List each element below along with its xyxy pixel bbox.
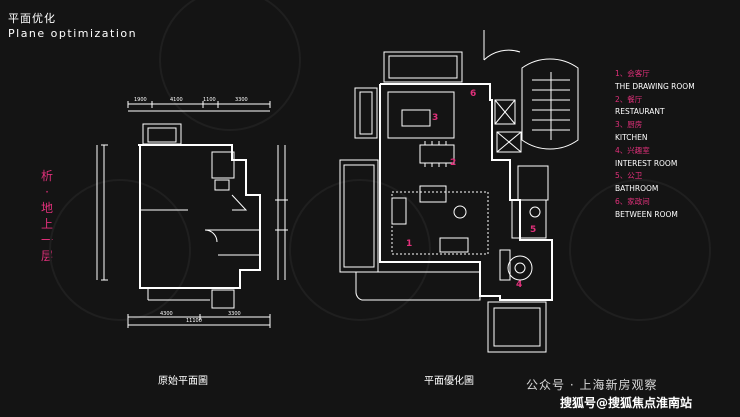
room-marker-4: 4 (516, 280, 522, 290)
page-subtitle: Plane optimization (8, 27, 138, 40)
legend-item-2: 2、餐厅 (615, 94, 643, 104)
background-watermark (49, 0, 711, 321)
optimized-plan-caption: 平面優化圖 (424, 376, 474, 387)
legend-item-5: 5、公卫 (615, 171, 643, 181)
page-title: 平面优化 (8, 12, 56, 25)
floor-label-char: 上 (40, 217, 53, 231)
dim-label: 1100 (203, 97, 216, 103)
optimized-floorplan (339, 30, 579, 353)
room-marker-6: 6 (470, 89, 476, 99)
dim-label: 3300 (228, 311, 241, 317)
legend-item-4-en: INTEREST ROOM (615, 158, 678, 168)
dim-label: 3300 (235, 97, 248, 103)
legend-item-3: 3、厨房 (615, 120, 643, 130)
dim-label: 4100 (170, 97, 183, 103)
dim-label: 4300 (160, 311, 173, 317)
dim-label: 1900 (134, 97, 147, 103)
legend-item-6: 6、家政间 (615, 196, 650, 206)
legend-item-3-en: KITCHEN (615, 132, 648, 142)
original-plan-caption: 原始平面圖 (158, 376, 208, 387)
legend-item-6-en: BETWEEN ROOM (615, 209, 678, 219)
legend-item-5-en: BATHROOM (615, 184, 659, 194)
legend-item-1-en: THE DRAWING ROOM (615, 81, 695, 91)
legend-item-1: 1、会客厅 (615, 69, 650, 78)
watermark-source: 公众号 · 上海新房观察 (526, 378, 658, 392)
floor-label-char: 地 (40, 201, 53, 215)
room-marker-3: 3 (432, 113, 438, 123)
dim-label: 11100 (186, 318, 202, 324)
watermark-brand: 搜狐号@搜狐焦点淮南站 (560, 396, 693, 410)
room-marker-2: 2 (450, 158, 456, 168)
room-marker-1: 1 (406, 239, 412, 249)
legend-item-4: 4、兴趣室 (615, 145, 650, 155)
room-number-markers: 1 2 3 4 5 6 (406, 89, 536, 290)
legend-item-2-en: RESTAURANT (615, 107, 665, 117)
floor-label-char: 析 (40, 169, 53, 183)
room-marker-5: 5 (530, 225, 536, 235)
floor-label-char: · (45, 185, 49, 199)
original-dimension-labels: 1900 4100 1100 3300 11100 4300 3300 (134, 97, 248, 324)
room-legend: 1、会客厅 THE DRAWING ROOM 2、餐厅 RESTAURANT 3… (615, 68, 695, 222)
original-floorplan (96, 101, 288, 328)
